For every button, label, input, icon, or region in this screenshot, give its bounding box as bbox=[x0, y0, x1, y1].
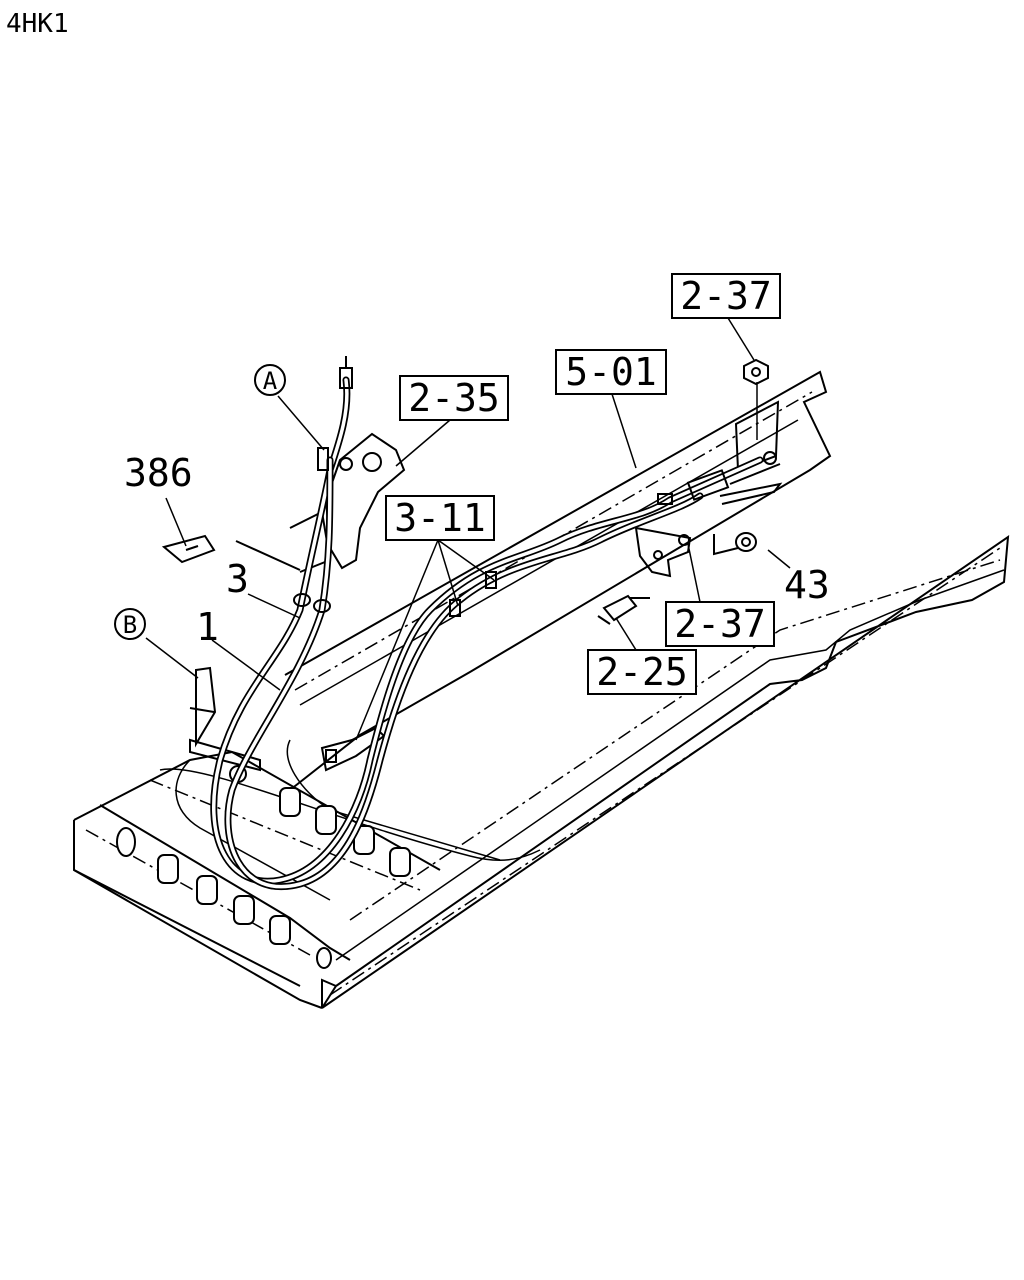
reference-a-label: A bbox=[263, 367, 278, 395]
chassis-frame bbox=[73, 370, 1010, 1009]
reference-a: A bbox=[254, 364, 286, 396]
callout-3-11-label: 3-11 bbox=[394, 496, 486, 540]
callout-2-25: 2-25 bbox=[587, 649, 697, 695]
callout-3-11: 3-11 bbox=[385, 495, 495, 541]
callout-2-35-label: 2-35 bbox=[408, 376, 500, 420]
clip-386 bbox=[161, 534, 301, 571]
bracket-b bbox=[189, 666, 261, 772]
callout-5-01: 5-01 bbox=[555, 349, 667, 395]
reference-b-label: B bbox=[123, 611, 137, 639]
label-1: 1 bbox=[196, 605, 219, 649]
callout-2-37-mid-label: 2-37 bbox=[674, 602, 766, 646]
callout-2-37-mid: 2-37 bbox=[665, 601, 775, 647]
callout-2-37-top: 2-37 bbox=[671, 273, 781, 319]
reference-b: B bbox=[114, 608, 146, 640]
label-43: 43 bbox=[784, 563, 830, 607]
label-3: 3 bbox=[226, 557, 249, 601]
callout-2-37-top-label: 2-37 bbox=[680, 274, 772, 318]
mount-bracket-2-37 bbox=[634, 526, 692, 578]
nut-2-37 bbox=[743, 358, 769, 386]
leader-lines bbox=[145, 317, 791, 741]
callout-2-25-label: 2-25 bbox=[596, 650, 688, 694]
brake-cables bbox=[210, 356, 783, 890]
cross-member-holes-left bbox=[116, 827, 332, 969]
engine-code-header: 4HK1 bbox=[6, 9, 69, 39]
bolt-2-25 bbox=[597, 594, 650, 625]
nut-43 bbox=[713, 532, 757, 556]
callout-2-35: 2-35 bbox=[399, 375, 509, 421]
label-386: 386 bbox=[124, 451, 193, 495]
callout-5-01-label: 5-01 bbox=[565, 350, 657, 394]
